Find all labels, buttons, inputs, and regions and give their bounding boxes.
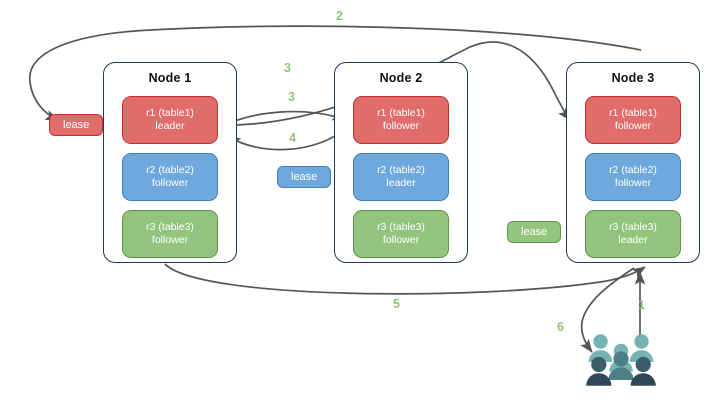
lease-label: lease	[291, 171, 318, 183]
lease-badge-r3: lease	[507, 221, 562, 243]
node-1-replica-r2[interactable]: r2 (table2) follower	[122, 153, 218, 201]
node-3-replica-r2[interactable]: r2 (table2) follower	[585, 153, 681, 201]
edge-label-3b: 3	[288, 90, 295, 104]
node-1-replica-r3[interactable]: r3 (table3) follower	[122, 210, 218, 258]
replica-role: follower	[614, 177, 652, 189]
lease-label: lease	[521, 226, 548, 238]
lease-badge-r2: lease	[277, 166, 332, 188]
edge-label-1: 1	[638, 298, 645, 312]
replica-name: r3 (table3)	[146, 220, 194, 233]
node-3-replica-list: r1 (table1) follower r2 (table2) followe…	[585, 96, 681, 267]
node-1-replica-list: r1 (table1) leader r2 (table2) follower …	[122, 96, 218, 267]
replica-role: leader	[386, 177, 416, 189]
replica-role: follower	[382, 234, 420, 246]
replica-name: r1 (table1)	[609, 106, 657, 119]
node-1-replica-r1[interactable]: r1 (table1) leader	[122, 96, 218, 144]
people-group-icon	[586, 334, 656, 386]
replica-name: r2 (table2)	[146, 163, 194, 176]
edge-label-4: 4	[289, 131, 296, 145]
replica-name: r1 (table1)	[377, 106, 425, 119]
replica-role: follower	[614, 120, 652, 132]
node-2-replica-r2[interactable]: r2 (table2) leader	[353, 153, 449, 201]
replica-role: follower	[382, 120, 420, 132]
node-1-title: Node 1	[148, 71, 192, 85]
node-2-replica-r3[interactable]: r3 (table3) follower	[353, 210, 449, 258]
replica-role: follower	[151, 177, 189, 189]
lease-label: lease	[63, 119, 90, 131]
node-2-title: Node 2	[379, 71, 423, 85]
node-2-replica-r1[interactable]: r1 (table1) follower	[353, 96, 449, 144]
client-group	[586, 333, 656, 391]
replica-role: leader	[618, 234, 648, 246]
replica-name: r3 (table3)	[609, 220, 657, 233]
replica-name: r1 (table1)	[146, 106, 194, 119]
node-2-replica-list: r1 (table1) follower r2 (table2) leader …	[353, 96, 449, 267]
node-2-container[interactable]: Node 2 r1 (table1) follower r2 (table2) …	[334, 62, 468, 263]
replica-name: r3 (table3)	[377, 220, 425, 233]
replica-role: follower	[151, 234, 189, 246]
edge-4-path	[227, 125, 349, 151]
edge-label-6: 6	[557, 320, 564, 334]
node-1-container[interactable]: Node 1 r1 (table1) leader r2 (table2) fo…	[103, 62, 237, 263]
edge-label-5: 5	[393, 297, 400, 311]
node-3-replica-r3[interactable]: r3 (table3) leader	[585, 210, 681, 258]
node-3-title: Node 3	[611, 71, 655, 85]
edge-3b-path	[219, 110, 346, 129]
edge-5-path	[164, 263, 646, 295]
node-3-replica-r1[interactable]: r1 (table1) follower	[585, 96, 681, 144]
node-3-container[interactable]: Node 3 r1 (table1) follower r2 (table2) …	[566, 62, 700, 263]
edge-label-2: 2	[336, 9, 343, 23]
lease-badge-r1: lease	[49, 114, 104, 136]
replica-name: r2 (table2)	[377, 163, 425, 176]
replica-name: r2 (table2)	[609, 163, 657, 176]
edge-label-3a: 3	[284, 61, 291, 75]
replica-role: leader	[155, 120, 185, 132]
